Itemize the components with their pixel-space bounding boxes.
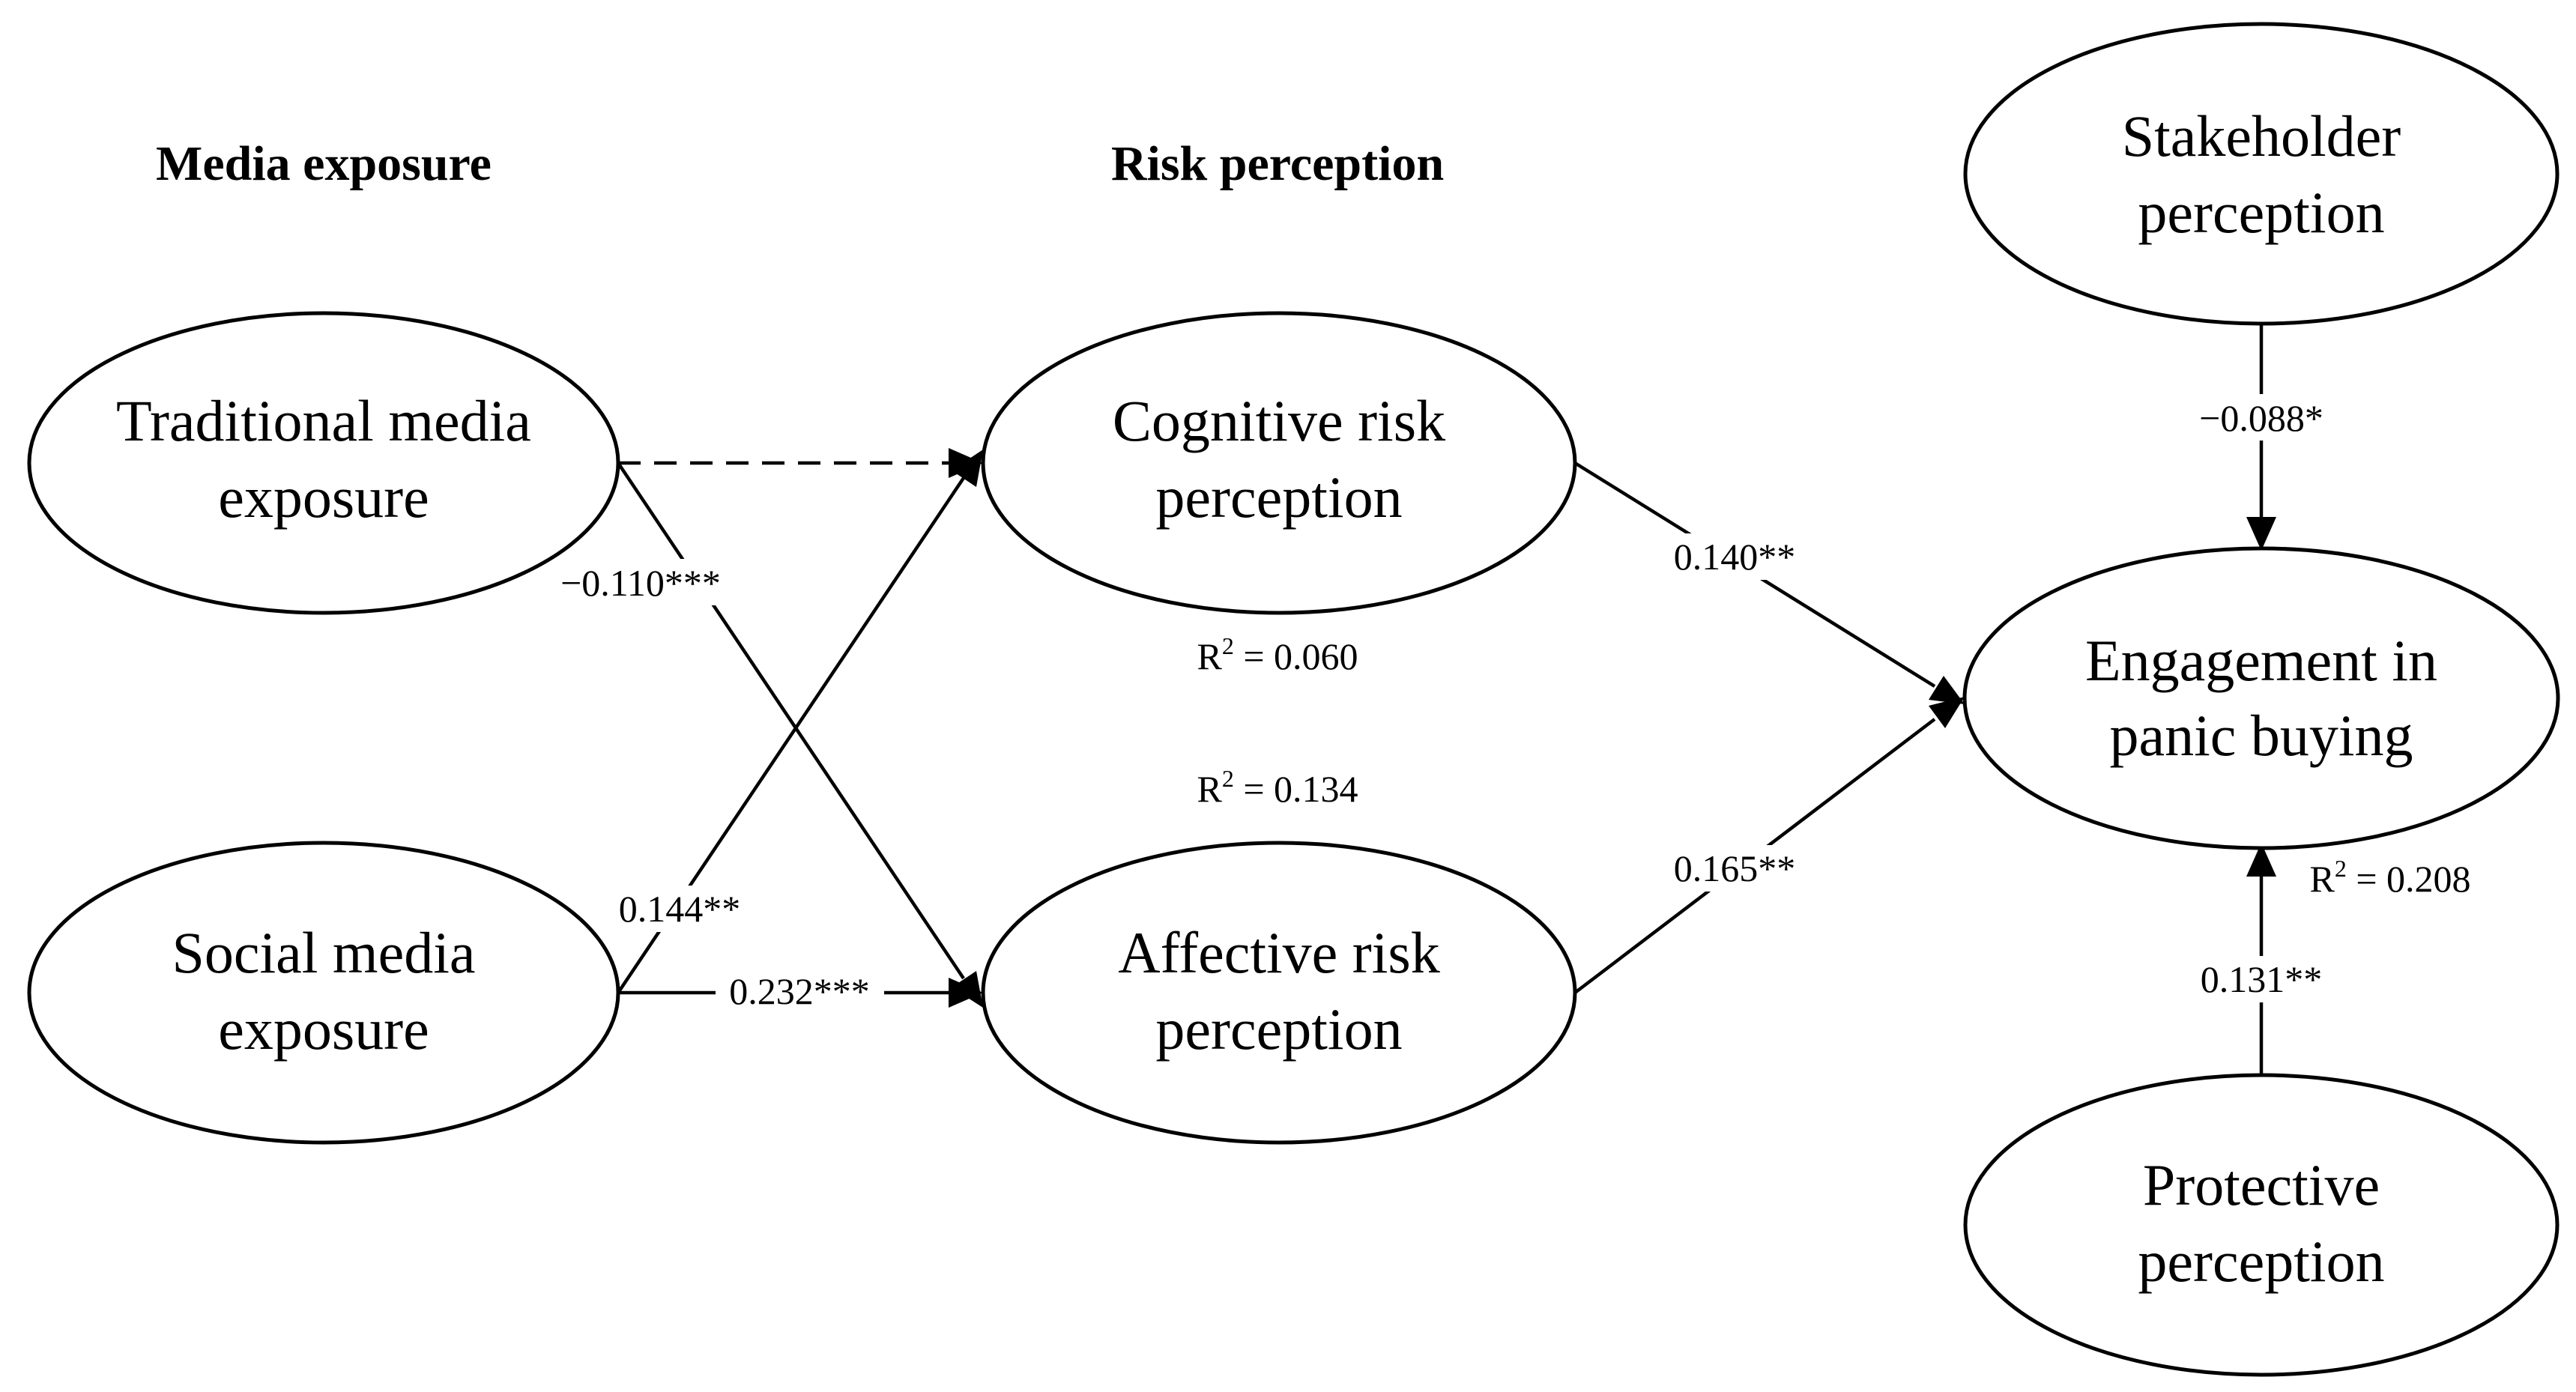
- path-traditional-to-affective: [617, 462, 965, 980]
- svg-text:Social media: Social media: [172, 920, 475, 985]
- coef-traditional-to-affective: −0.110***: [560, 562, 721, 604]
- arrowhead-cognitive-to-engagement: [1929, 676, 1965, 704]
- svg-text:Cognitive risk: Cognitive risk: [1113, 388, 1445, 453]
- svg-text:perception: perception: [2138, 1229, 2384, 1294]
- coef-protective-to-engagement: 0.131**: [2201, 958, 2323, 1000]
- svg-text:Stakeholder: Stakeholder: [2122, 103, 2401, 169]
- svg-text:Traditional media: Traditional media: [116, 388, 531, 453]
- arrowhead-social-to-affective: [949, 978, 983, 1008]
- r2-engagement: R2 = 0.208: [2309, 855, 2470, 900]
- arrowhead-stakeholder-to-engagement: [2246, 517, 2276, 551]
- svg-text:exposure: exposure: [218, 464, 429, 530]
- svg-text:perception: perception: [1155, 996, 1402, 1062]
- coef-social-to-affective: 0.232***: [729, 970, 870, 1012]
- arrowhead-affective-to-engagement: [1929, 697, 1965, 728]
- svg-text:exposure: exposure: [218, 996, 429, 1062]
- heading-media-exposure: Media exposure: [156, 136, 492, 191]
- node-traditional-media-exposure: Traditional media exposure: [27, 311, 620, 615]
- r2-affective: R2 = 0.134: [1197, 765, 1358, 810]
- svg-text:perception: perception: [1155, 464, 1402, 530]
- coef-affective-to-engagement: 0.165**: [1674, 847, 1796, 889]
- svg-text:panic buying: panic buying: [2109, 703, 2413, 768]
- coef-cognitive-to-engagement: 0.140**: [1674, 536, 1796, 578]
- svg-text:Protective: Protective: [2143, 1152, 2380, 1217]
- arrowhead-social-to-cognitive: [952, 450, 983, 487]
- r2-cognitive: R2 = 0.060: [1197, 632, 1358, 677]
- heading-risk-perception: Risk perception: [1111, 136, 1444, 191]
- coef-social-to-cognitive: 0.144**: [619, 888, 741, 930]
- node-protective-perception: Protective perception: [1963, 1073, 2560, 1377]
- node-social-media-exposure: Social media exposure: [27, 841, 620, 1145]
- arrowhead-protective-to-engagement: [2246, 843, 2276, 877]
- node-cognitive-risk-perception: Cognitive risk perception: [981, 311, 1577, 615]
- svg-text:Engagement in: Engagement in: [2085, 628, 2437, 693]
- node-affective-risk-perception: Affective risk perception: [981, 841, 1577, 1145]
- svg-text:perception: perception: [2138, 180, 2384, 245]
- node-engagement-in-panic-buying: Engagement in panic buying: [1962, 546, 2560, 850]
- node-stakeholder-perception: Stakeholder perception: [1963, 22, 2560, 326]
- coef-stakeholder-to-engagement: −0.088*: [2199, 397, 2323, 439]
- svg-text:Affective risk: Affective risk: [1118, 920, 1440, 985]
